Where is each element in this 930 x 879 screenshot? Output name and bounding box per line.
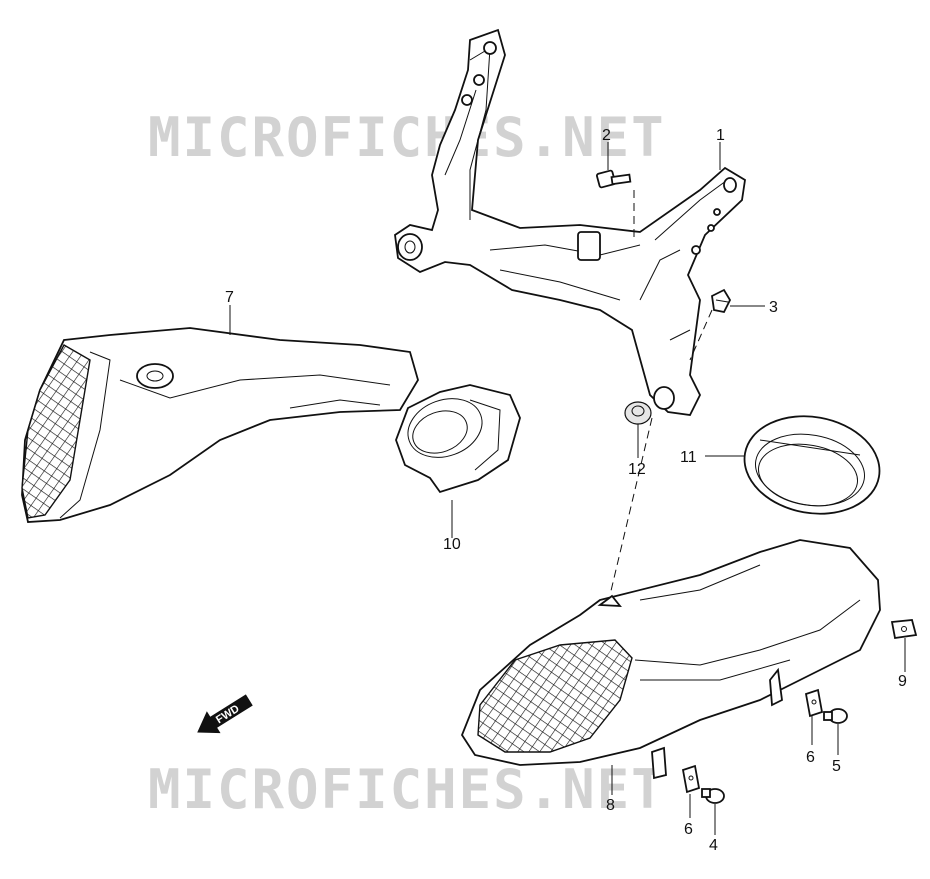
callout-3: 3 <box>769 299 778 316</box>
part-6-clip-nut-lower <box>681 764 701 794</box>
part-4-screw <box>701 788 725 804</box>
part-3-clip <box>711 288 732 314</box>
callout-12: 12 <box>628 461 646 478</box>
part-11-seal-ring <box>743 415 881 515</box>
callout-9: 9 <box>898 673 907 690</box>
part-1-frame-bracket <box>394 28 746 416</box>
callout-10: 10 <box>443 536 461 553</box>
part-6-clip-nut-upper <box>804 688 824 718</box>
part-9-clip-nut <box>890 619 918 640</box>
fwd-arrow-icon: FWD <box>197 694 253 734</box>
callout-4: 4 <box>709 837 718 854</box>
part-12-grommet <box>624 401 652 425</box>
callout-1: 1 <box>716 127 725 144</box>
watermark-bottom: MICROFICHES.NET <box>148 758 666 821</box>
part-10-boot <box>395 384 521 494</box>
part-2-bolt <box>596 169 632 189</box>
callout-2: 2 <box>602 127 611 144</box>
callout-5: 5 <box>832 758 841 775</box>
callout-7: 7 <box>225 289 234 306</box>
callout-6-lower: 6 <box>684 821 693 838</box>
part-5-screw <box>823 708 848 724</box>
callout-11: 11 <box>680 449 697 466</box>
callout-8: 8 <box>606 797 615 814</box>
callout-6-upper: 6 <box>806 749 815 766</box>
part-7-left-air-duct <box>21 327 419 523</box>
leader-lines <box>229 142 906 835</box>
part-8-right-air-duct <box>460 539 881 780</box>
watermark-top: MICROFICHES.NET <box>148 106 666 169</box>
